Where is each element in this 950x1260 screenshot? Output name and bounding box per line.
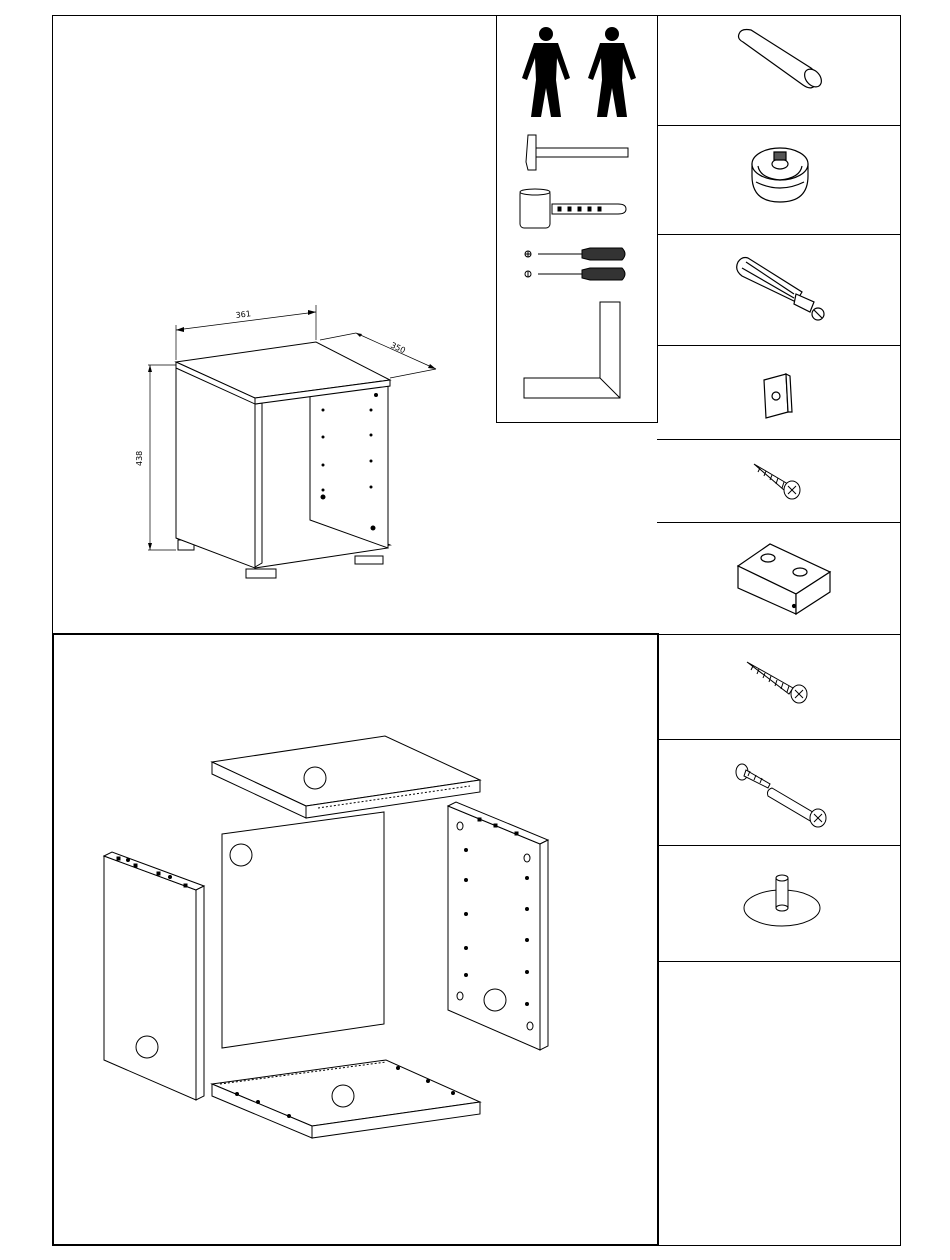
left-side-panel — [104, 852, 204, 1100]
top-panel — [212, 736, 480, 818]
bottom-panel — [212, 1060, 480, 1138]
back-panel — [222, 812, 384, 1048]
right-side-panel — [448, 802, 548, 1050]
